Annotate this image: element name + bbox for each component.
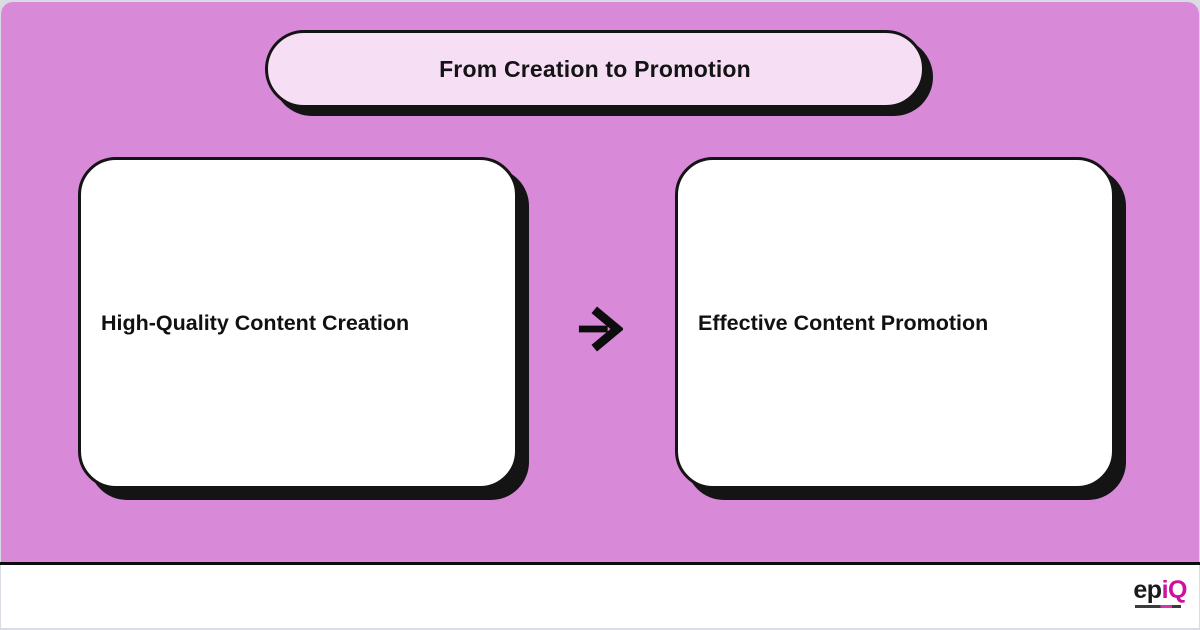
logo-tagline-bar bbox=[1135, 605, 1182, 608]
epiq-logo: epiQ bbox=[1133, 578, 1188, 608]
step-card-promotion: Effective Content Promotion bbox=[675, 157, 1115, 489]
footer-divider bbox=[0, 562, 1200, 565]
logo-wordmark: epiQ bbox=[1133, 578, 1187, 603]
page-title: From Creation to Promotion bbox=[439, 55, 751, 82]
logo-prefix: ep bbox=[1133, 576, 1162, 604]
title-pill: From Creation to Promotion bbox=[265, 30, 925, 108]
logo-suffix: iQ bbox=[1161, 576, 1188, 604]
arrow-right-icon bbox=[578, 306, 623, 352]
step-card-creation: High-Quality Content Creation bbox=[78, 157, 518, 489]
footer-bar: epiQ bbox=[1, 565, 1199, 628]
step-label-creation: High-Quality Content Creation bbox=[101, 310, 410, 335]
step-label-promotion: Effective Content Promotion bbox=[698, 310, 989, 335]
